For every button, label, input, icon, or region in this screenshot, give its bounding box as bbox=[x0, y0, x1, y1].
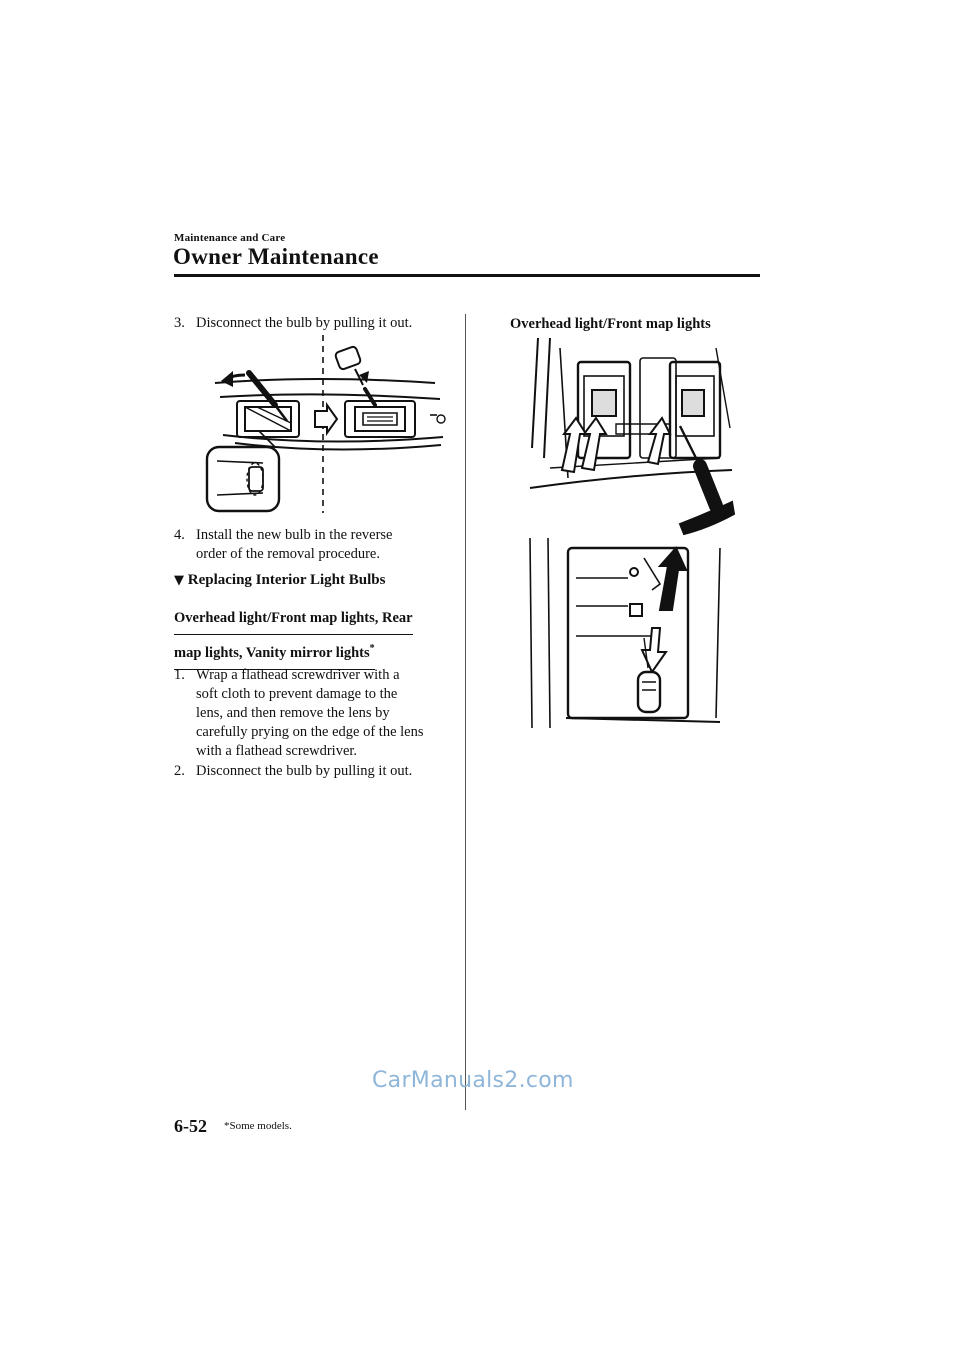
column-divider bbox=[465, 314, 466, 1110]
section-label: Maintenance and Care bbox=[174, 232, 286, 244]
step-text-line: Install the new bulb in the reverse bbox=[196, 527, 393, 543]
step-text-line: with a flathead screwdriver. bbox=[196, 743, 358, 759]
step-number: 4. bbox=[174, 527, 185, 543]
section-heading: ▼ Replacing Interior Light Bulbs bbox=[174, 572, 385, 589]
step-text-line: carefully prying on the edge of the lens bbox=[196, 724, 424, 740]
step-text-line: order of the removal procedure. bbox=[196, 546, 380, 562]
footer-footnote: *Some models. bbox=[224, 1120, 292, 1132]
step-text-line: lens, and then remove the lens by bbox=[196, 705, 390, 721]
watermark: CarManuals2.com bbox=[372, 1068, 574, 1093]
step-1: 1. Wrap a flathead screwdriver with a sof… bbox=[174, 666, 424, 761]
figure-caption: Overhead light/Front map lights bbox=[510, 316, 711, 332]
step-text: Disconnect the bulb by pulling it out. bbox=[196, 763, 413, 779]
step-text: Disconnect the bulb by pulling it out. bbox=[196, 315, 413, 331]
triangle-marker-icon: ▼ bbox=[174, 573, 184, 588]
step-number: 3. bbox=[174, 315, 185, 331]
sub-heading-line: map lights, Vanity mirror lights bbox=[174, 644, 370, 661]
page-title: Owner Maintenance bbox=[173, 244, 379, 269]
page-number: 6-52 bbox=[174, 1116, 207, 1136]
step-text-line: Wrap a flathead screwdriver with a bbox=[196, 667, 400, 683]
step-2: 2. Disconnect the bulb by pulling it out. bbox=[174, 762, 412, 781]
sub-heading-line: Overhead light/Front map lights, Rear bbox=[174, 604, 413, 635]
step-text-line: soft cloth to prevent damage to the bbox=[196, 686, 398, 702]
title-rule bbox=[174, 274, 760, 277]
step-number: 2. bbox=[174, 763, 185, 779]
section-heading-text: Replacing Interior Light Bulbs bbox=[187, 572, 386, 588]
overhead-light-illustration bbox=[529, 337, 736, 729]
step-number: 1. bbox=[174, 667, 185, 683]
sub-heading: Overhead light/Front map lights, Rear ma… bbox=[174, 604, 413, 670]
step-4: 4. Install the new bulb in the reverse or… bbox=[174, 526, 393, 564]
step-3: 3. Disconnect the bulb by pulling it out. bbox=[174, 314, 412, 333]
bulb-removal-illustration bbox=[205, 335, 446, 513]
footnote-marker: * bbox=[369, 643, 375, 654]
